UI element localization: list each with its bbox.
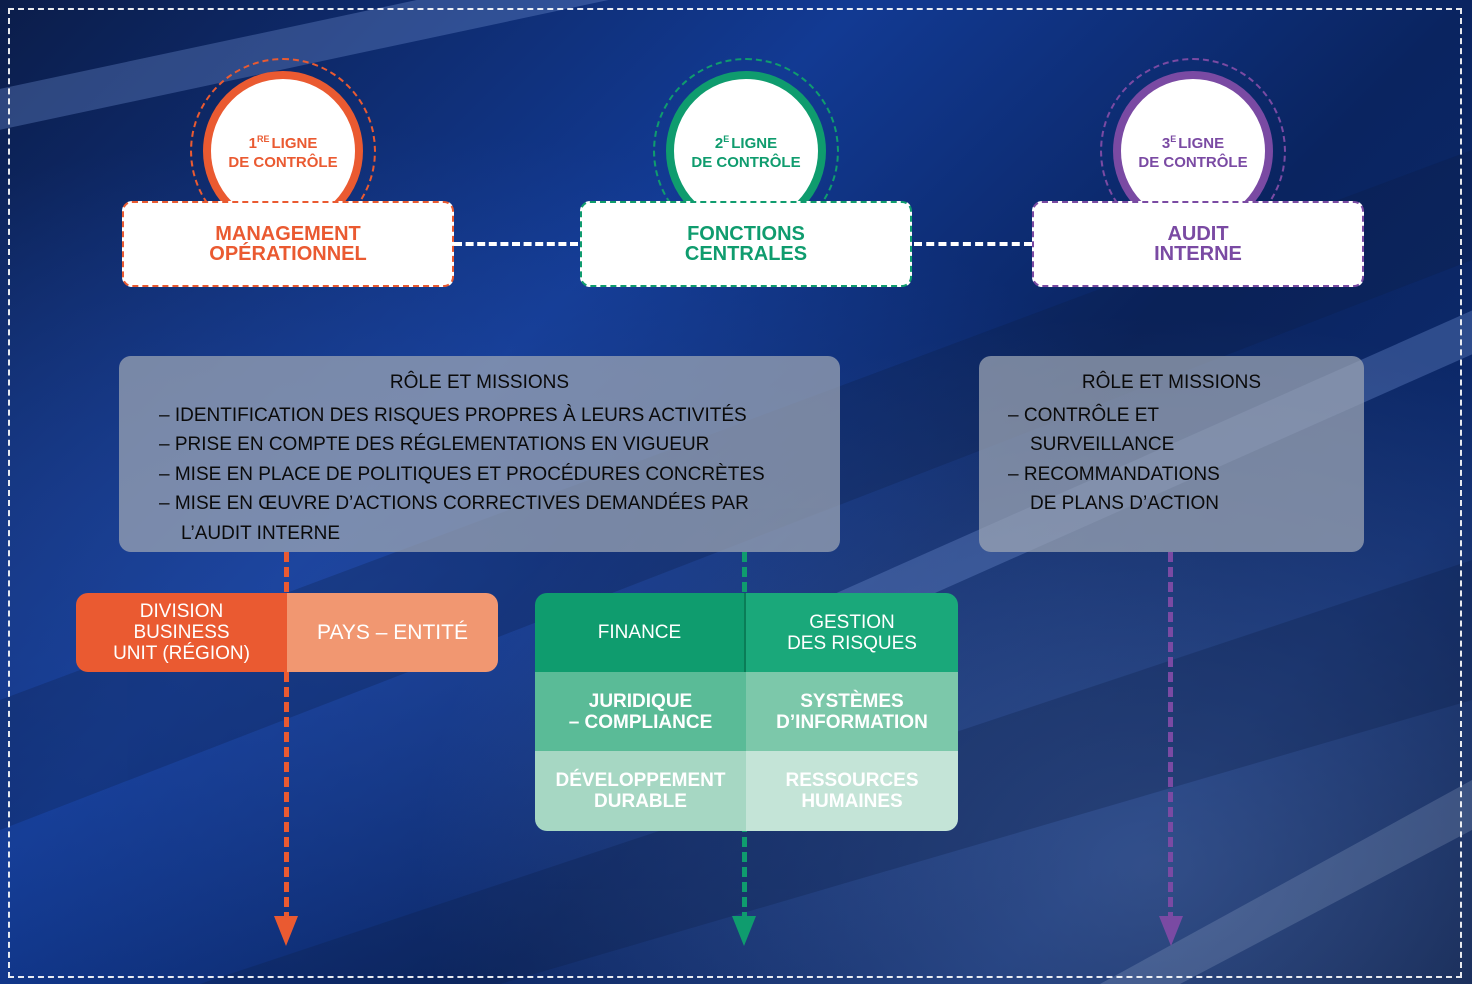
- list-item: – MISE EN ŒUVRE D’ACTIONS CORRECTIVES DE…: [159, 493, 749, 544]
- line1-head-line2: OPÉRATIONNEL: [209, 243, 367, 265]
- list-item: – IDENTIFICATION DES RISQUES PROPRES À L…: [159, 404, 747, 426]
- list-item: – MISE EN PLACE DE POLITIQUES ET PROCÉDU…: [159, 463, 765, 485]
- line2-badge-subtitle: DE CONTRÔLE: [691, 154, 801, 171]
- list-item: – RECOMMANDATIONS DE PLANS D’ACTION: [1008, 463, 1220, 515]
- roles-panel-right: RÔLE ET MISSIONS – CONTRÔLE ET SURVEILLA…: [979, 356, 1364, 552]
- orange-bar: DIVISION BUSINESS UNIT (RÉGION) PAYS – E…: [76, 593, 498, 672]
- grid-cell-legal-compliance: JURIDIQUE– COMPLIANCE: [535, 672, 746, 751]
- list-item: – PRISE EN COMPTE DES RÉGLEMENTATIONS EN…: [159, 434, 710, 455]
- purple-vertical-line: [1168, 552, 1173, 922]
- line1-head-box: MANAGEMENT OPÉRATIONNEL: [122, 201, 454, 287]
- line2-head-box: FONCTIONS CENTRALES: [580, 201, 912, 287]
- orange-bar-right: PAYS – ENTITÉ: [287, 593, 498, 672]
- green-arrow-down-icon: [732, 916, 756, 946]
- connector-1-2: [454, 242, 578, 246]
- roles-panel-left-title: RÔLE ET MISSIONS: [389, 372, 570, 393]
- orange-bar-left-line1: DIVISION: [139, 601, 224, 622]
- connector-2-3: [914, 242, 1032, 246]
- orange-bar-left: DIVISION BUSINESS UNIT (RÉGION): [76, 593, 287, 672]
- roles-panel-left-list: – IDENTIFICATION DES RISQUES PROPRES À L…: [159, 401, 799, 549]
- line3-badge-subtitle: DE CONTRÔLE: [1138, 154, 1248, 171]
- roles-panel-right-title: RÔLE ET MISSIONS: [1081, 372, 1262, 393]
- grid-cell-finance: FINANCE: [535, 593, 746, 672]
- orange-bar-left-line2: BUSINESS: [133, 622, 230, 643]
- line3-head-box: AUDIT INTERNE: [1032, 201, 1364, 287]
- line2-head-line1: FONCTIONS: [687, 223, 805, 245]
- dashed-frame: [8, 8, 1462, 978]
- line1-head-line1: MANAGEMENT: [215, 223, 361, 245]
- line3-head-line1: AUDIT: [1167, 223, 1229, 245]
- roles-panel-left: RÔLE ET MISSIONS – IDENTIFICATION DES RI…: [119, 356, 840, 552]
- orange-vertical-line: [284, 552, 289, 922]
- line3-head-line2: INTERNE: [1154, 243, 1242, 265]
- line2-head-line2: CENTRALES: [684, 243, 808, 265]
- line1-badge-subtitle: DE CONTRÔLE: [228, 154, 338, 171]
- purple-arrow-down-icon: [1159, 916, 1183, 946]
- orange-arrow-down-icon: [274, 916, 298, 946]
- list-item: – CONTRÔLE ET SURVEILLANCE: [1008, 404, 1175, 456]
- roles-panel-right-list: – CONTRÔLE ET SURVEILLANCE – RECOMMANDAT…: [1008, 401, 1238, 519]
- orange-bar-left-line3: UNIT (RÉGION): [113, 643, 250, 664]
